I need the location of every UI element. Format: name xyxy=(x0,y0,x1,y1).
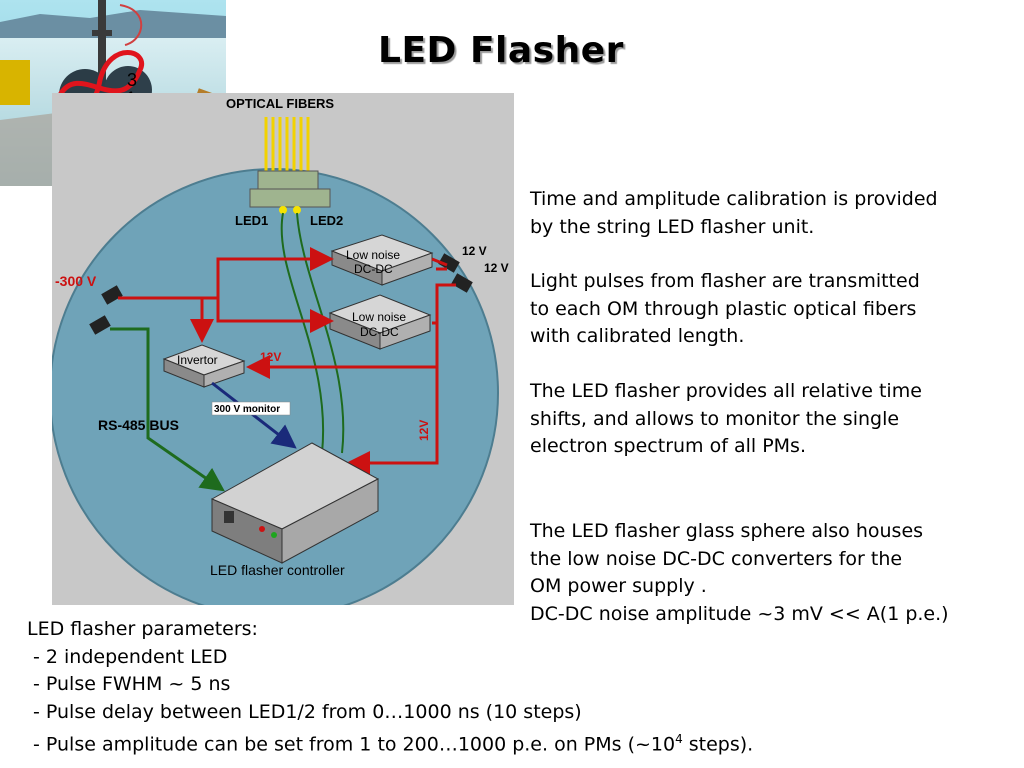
invertor-box xyxy=(162,344,246,388)
led2-label: LED2 xyxy=(310,213,343,228)
fiber-connector-base xyxy=(249,188,331,208)
dcdc1-line2: DC-DC xyxy=(354,262,393,276)
led1 xyxy=(279,206,287,214)
connector-12v-b xyxy=(451,273,473,293)
parameters-heading: LED flasher parameters: xyxy=(27,618,258,640)
label-minus300: -300 V xyxy=(55,273,97,289)
paragraph-glass-sphere: The LED flasher glass sphere also houses… xyxy=(530,518,1000,628)
parameter-item-amplitude: - Pulse amplitude can be set from 1 to 2… xyxy=(27,726,753,759)
dcdc2-line1: Low noise xyxy=(352,310,406,324)
amplitude-text: - Pulse amplitude can be set from 1 to 2… xyxy=(33,733,676,756)
optical-fibers xyxy=(264,117,310,173)
paragraph-line: Time and amplitude calibration is provid… xyxy=(530,188,938,210)
label-12v-invertor: 12V xyxy=(260,350,281,364)
rs485-label: RS-485 BUS xyxy=(98,417,179,433)
rs485-bus-wire xyxy=(110,327,225,492)
controller-label: LED flasher controller xyxy=(210,562,345,578)
monitor-label: 300 V monitor xyxy=(214,404,280,415)
paragraph-line: shifts, and allows to monitor the single xyxy=(530,407,900,430)
label-12v-b: 12 V xyxy=(484,261,509,275)
invertor-label: Invertor xyxy=(177,353,218,367)
paragraph-line: The LED flasher glass sphere also houses xyxy=(530,520,924,542)
label-12v-a: 12 V xyxy=(462,244,487,258)
amplitude-suffix: steps). xyxy=(682,733,754,756)
parameter-item: - Pulse FWHM ~ 5 ns xyxy=(33,673,231,695)
photo-label-3: 3 xyxy=(127,70,137,90)
connector-rs485 xyxy=(89,315,111,335)
paragraph-line: Light pulses from flasher are transmitte… xyxy=(530,270,920,292)
flasher-controller-box xyxy=(210,442,380,564)
paragraph-line: electron spectrum of all PMs. xyxy=(530,435,806,457)
flasher-diagram: OPTICAL FIBERS LED1 LED2 12 V 12 V -300 … xyxy=(52,93,514,605)
monitor-label-box xyxy=(211,401,291,416)
dcdc1-line1: Low noise xyxy=(346,248,400,262)
paragraph-line: OM power supply . xyxy=(530,575,707,597)
paragraph-line: to each OM through plastic optical fiber… xyxy=(530,297,917,320)
paragraph-line: the low noise DC-DC converters for the xyxy=(530,547,903,570)
paragraph-time-shifts: The LED flasher provides all relative ti… xyxy=(530,378,1000,461)
parameter-item: - 2 independent LED xyxy=(33,645,228,668)
slide-title: LED Flasher xyxy=(378,30,624,71)
paragraph-line: DC-DC noise amplitude ~3 mV << A(1 p.e.) xyxy=(530,602,949,625)
power-wires xyxy=(118,247,456,475)
dcdc-converter-2 xyxy=(328,294,432,350)
led2 xyxy=(293,206,301,214)
parameter-item: - Pulse delay between LED1/2 from 0…1000… xyxy=(33,700,582,723)
led1-label: LED1 xyxy=(235,213,268,228)
paragraph-line: The LED flasher provides all relative ti… xyxy=(530,380,922,402)
flasher-parameters: LED flasher parameters: - 2 independent … xyxy=(27,616,753,759)
dcdc-converter-1 xyxy=(330,234,434,286)
paragraph-line: by the string LED flasher unit. xyxy=(530,215,815,238)
dcdc2-line2: DC-DC xyxy=(360,325,399,339)
paragraph-calibration: Time and amplitude calibration is provid… xyxy=(530,186,1000,241)
connector-12v-a xyxy=(438,253,460,273)
paragraph-line: with calibrated length. xyxy=(530,325,745,347)
led-fiber-green-1 xyxy=(280,212,325,454)
connector-minus300 xyxy=(101,285,123,305)
amplitude-exponent: 4 xyxy=(675,732,683,746)
label-12v-vertical: 12V xyxy=(417,420,431,441)
optical-fibers-label: OPTICAL FIBERS xyxy=(226,96,334,111)
paragraph-light-pulses: Light pulses from flasher are transmitte… xyxy=(530,268,1000,351)
fiber-connector-top xyxy=(257,170,319,190)
